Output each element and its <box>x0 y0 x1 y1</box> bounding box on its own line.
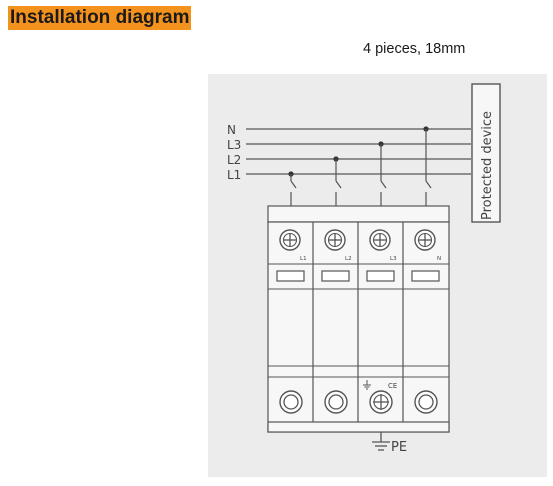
installation-diagram: N L3 L2 L1 <box>208 74 547 477</box>
ce-mark: CE <box>388 382 397 390</box>
switch-l3 <box>380 144 387 206</box>
status-window <box>411 270 440 282</box>
line-label-n: N <box>227 123 236 137</box>
drop-wires <box>290 129 432 206</box>
ground-label-pe: PE <box>391 440 407 455</box>
spd-device: L1 L2 L3 N CE <box>267 205 450 433</box>
switch-n <box>425 129 432 206</box>
bottom-terminals <box>279 390 438 414</box>
terminal-open-icon <box>414 390 438 414</box>
spec-subtitle: 4 pieces, 18mm <box>363 41 466 57</box>
device-bottom-cap <box>267 421 450 433</box>
earth-mark-icon <box>363 380 371 390</box>
module-label-l2: L2 <box>345 256 352 262</box>
bus-lines <box>246 128 471 175</box>
module-labels: L1 L2 L3 N <box>300 256 441 262</box>
ground-symbol-icon <box>372 432 390 451</box>
top-terminals <box>279 229 436 251</box>
status-windows <box>276 270 440 282</box>
page-title: Installation diagram <box>8 6 192 30</box>
terminal-screw-icon <box>324 229 346 251</box>
device-top-cap <box>267 205 450 223</box>
terminal-screw-icon <box>369 229 391 251</box>
terminal-screw-icon <box>279 229 301 251</box>
terminal-open-icon <box>279 390 303 414</box>
protected-device-box <box>471 83 501 223</box>
module-label-l3: L3 <box>390 256 397 262</box>
status-window <box>321 270 350 282</box>
switch-l2 <box>335 159 342 206</box>
module-label-n: N <box>437 256 441 262</box>
line-label-l2: L2 <box>227 153 241 167</box>
line-label-l1: L1 <box>227 168 241 182</box>
terminal-open-icon <box>324 390 348 414</box>
switch-l1 <box>290 174 297 206</box>
line-labels: N L3 L2 L1 <box>227 123 241 182</box>
protected-device-label: Protected device <box>480 111 495 220</box>
line-label-l3: L3 <box>227 138 241 152</box>
terminal-screw-icon <box>414 229 436 251</box>
status-window <box>366 270 395 282</box>
status-window <box>276 270 305 282</box>
terminal-screw-icon <box>369 390 393 414</box>
module-label-l1: L1 <box>300 256 307 262</box>
